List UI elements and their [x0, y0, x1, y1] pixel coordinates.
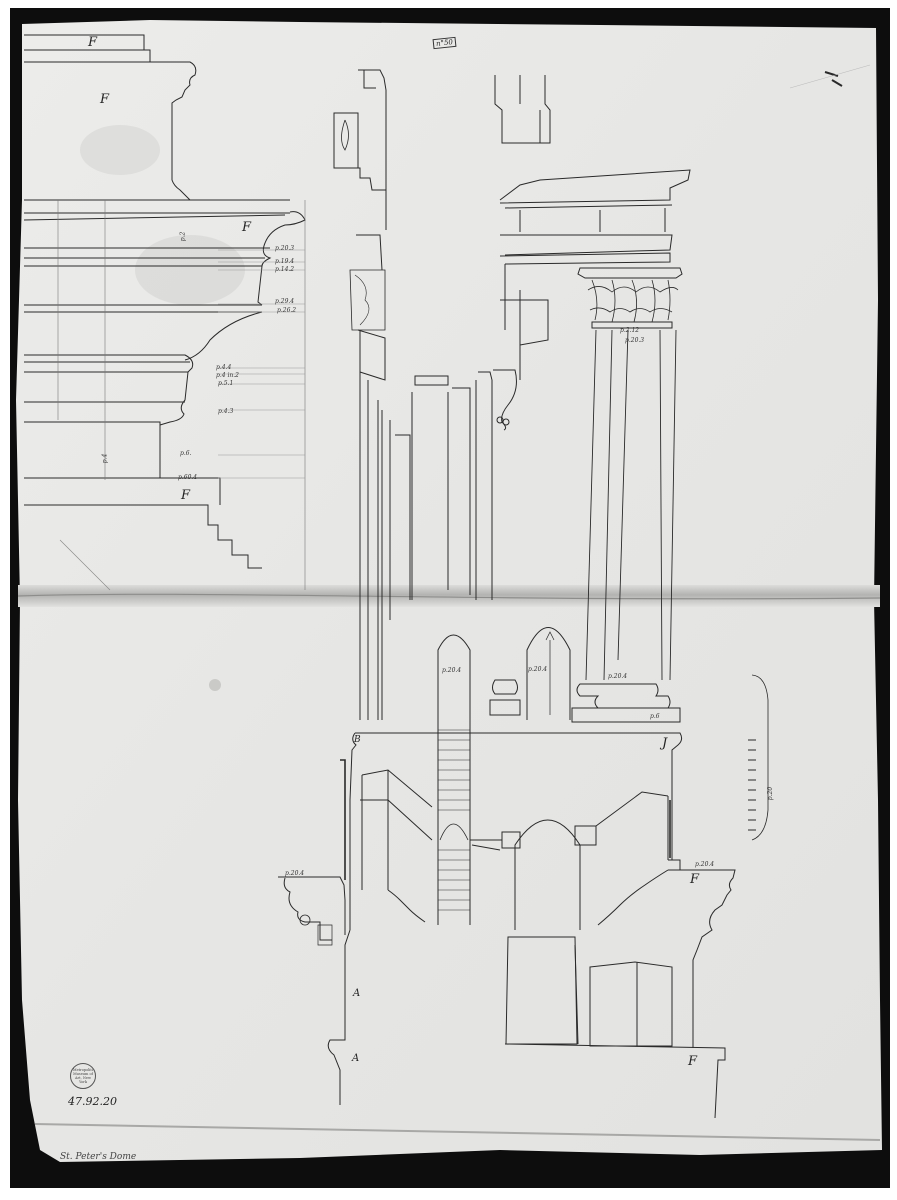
left-profile-top-letter: F [88, 35, 98, 50]
corinthian-order [437, 75, 691, 723]
left-profile-letter-1: F [100, 92, 110, 107]
dimension-note: p.19.4 [275, 258, 295, 265]
center-left-section [333, 69, 517, 720]
column-base-dimension: p.6 [650, 713, 660, 720]
inventory-number: 47.92.20 [68, 1095, 117, 1108]
fold-crease [18, 585, 880, 607]
drum-letter-a-2: A [352, 1053, 360, 1064]
museum-stamp-text: Metropolitan Museum of Art, New York [73, 1068, 93, 1084]
dimension-note: p.29.4 [275, 298, 295, 305]
dimension-note: p.6. [180, 450, 192, 457]
left-profile-letter-2: F [242, 220, 252, 235]
scale-label: p.20 [767, 786, 775, 801]
capital-dimension: p.2.12 [620, 327, 640, 334]
arch-dimension: p.20.4 [442, 667, 462, 674]
dimension-note: p.26.2 [277, 307, 297, 314]
dimension-note: p.4.3 [218, 408, 234, 415]
column-base-dimension: p.20.4 [608, 673, 628, 680]
paper-sheet [16, 20, 882, 1162]
corner-mark [824, 71, 843, 87]
drum-letter-j: J [662, 736, 668, 751]
arch-dimension: p.20.4 [528, 666, 548, 673]
measurement-scale [748, 674, 769, 841]
subject-inscription: St. Peter's Dome [60, 1152, 137, 1162]
museum-stamp: Metropolitan Museum of Art, New York [70, 1063, 96, 1089]
capital-dimension: p.20.3 [625, 337, 645, 344]
drum-section [278, 720, 736, 1119]
dimension-note: p.14.2 [275, 266, 295, 273]
cornice-dimension: p.20.4 [285, 870, 305, 877]
drum-letter-f-upper: F [690, 872, 700, 887]
dimension-note: p.4 in.2 [216, 372, 239, 379]
left-profile-letter-3: F [181, 488, 191, 503]
dimension-note: p.20.3 [275, 245, 295, 252]
left-cornice-profile [23, 34, 306, 591]
bottom-paper-strip-edge [34, 1123, 881, 1141]
dimension-note-vertical: p.4 [101, 453, 109, 464]
drum-letter-f-lower: F [688, 1054, 698, 1069]
dimension-note: p.4.4 [216, 364, 232, 371]
cornice-dimension: p.20.4 [695, 861, 715, 868]
drum-letter-b: B [354, 735, 361, 745]
dimension-note: p.5.1 [218, 380, 234, 387]
dimension-note: p.60.4 [178, 474, 198, 481]
drum-letter-a-1: A [353, 988, 361, 999]
dimension-note-vertical: p.2 [179, 231, 187, 242]
